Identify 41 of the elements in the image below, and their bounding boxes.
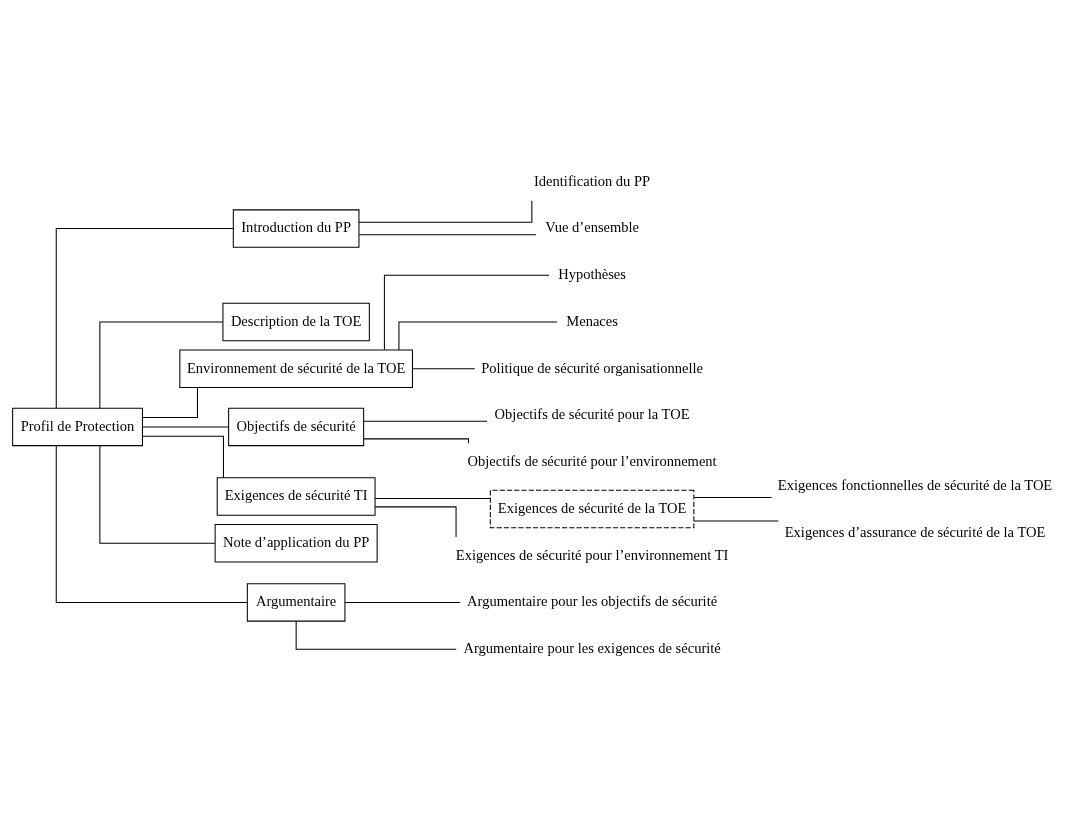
node-text: Exigences fonctionnelles de sécurité de la TOE	[777, 476, 1053, 493]
connector	[363, 420, 488, 422]
connector	[358, 234, 537, 236]
node-text: Politique de sécurité organisationnelle	[481, 359, 704, 376]
node-text: Argumentaire pour les exigences de sécurité	[463, 640, 721, 656]
node-box: Environnement de sécurité de la TOE	[179, 349, 413, 388]
node-text: Vue d’ensemble	[545, 219, 640, 236]
connector	[398, 321, 558, 351]
connector	[55, 445, 248, 603]
node-text: Exigences d’assurance de sécurité de la TOE	[784, 523, 1046, 540]
connector	[412, 368, 476, 370]
connector	[374, 498, 491, 500]
connector	[383, 274, 550, 351]
connector	[142, 387, 198, 419]
node-text: Objectifs de sécurité pour l’environnement	[467, 453, 717, 470]
node-box: Introduction du PP	[232, 209, 360, 248]
node-box: Exigences de sécurité TI	[216, 477, 376, 516]
connector	[99, 445, 216, 544]
node-box: Description de la TOE	[222, 302, 370, 342]
connector	[693, 520, 779, 522]
node-box: Exigences de sécurité de la TOE	[489, 489, 695, 529]
node-box: Objectifs de sécurité	[228, 407, 365, 447]
connector	[55, 228, 234, 409]
node-text: Objectifs de sécurité pour la TOE	[494, 406, 690, 423]
connector	[99, 321, 224, 409]
node-text: Exigences de sécurité pour l’environnement TI	[455, 546, 729, 563]
node-text: Hypothèses	[558, 266, 626, 283]
node-text: Identification du PP	[534, 172, 651, 189]
connector	[693, 497, 773, 499]
node-box: Note d’application du PP	[214, 524, 378, 563]
node-text: Argumentaire pour les objectifs de sécurité	[467, 593, 718, 610]
connector	[374, 506, 457, 538]
connector	[295, 620, 457, 650]
connector	[142, 435, 224, 479]
connector	[358, 200, 533, 223]
node-box: Profil de Protection	[12, 407, 143, 447]
connector	[363, 438, 470, 444]
connector	[344, 601, 461, 603]
node-text: Menaces	[566, 312, 618, 329]
node-box: Argumentaire	[246, 583, 346, 622]
connector	[142, 426, 229, 428]
